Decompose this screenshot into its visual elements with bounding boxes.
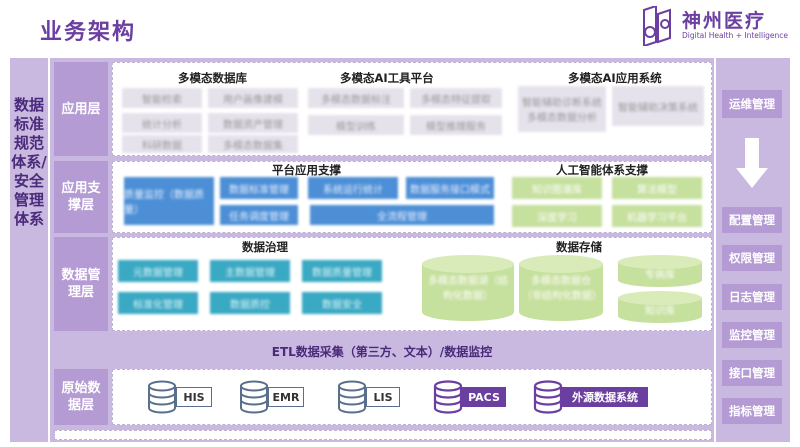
source-external: 外源数据系统 xyxy=(562,387,648,407)
governance-title: 数据治理 xyxy=(242,240,288,254)
source-pacs: PACS xyxy=(462,387,506,407)
platform-support-title: 平台应用支撑 xyxy=(272,163,341,177)
ops-item-config: 配置管理 xyxy=(722,207,782,233)
layer-label-raw: 原始数据层 xyxy=(54,369,108,425)
ai-support-item: 知识图谱库 xyxy=(512,177,602,199)
ops-item-metric: 指标管理 xyxy=(722,398,782,424)
bottom-strip xyxy=(54,430,712,440)
db-item: 多模态数据集 xyxy=(208,135,298,153)
storage-warehouse-label: 多模态数据仓（非结构化数据） xyxy=(522,276,602,302)
tool-item: 模型推理服务 xyxy=(410,115,502,135)
governance-item: 标准化管理 xyxy=(118,292,198,314)
storage-cylinder-lake xyxy=(422,255,514,321)
ai-support-item: 深度学习 xyxy=(512,205,602,227)
tool-item: 模型训练 xyxy=(308,115,404,135)
platform-item: 数据标准管理 xyxy=(220,177,298,199)
layer-label-support: 应用支撑层 xyxy=(54,161,108,233)
governance-item: 数据质控 xyxy=(210,292,290,314)
storage-title: 数据存储 xyxy=(556,240,602,254)
logo-subtitle: Digital Health + Intelligence xyxy=(682,31,789,40)
platform-item: 系统运行统计 xyxy=(308,177,398,199)
ops-title: 运维管理 xyxy=(722,90,782,118)
ai-support-item: 算法模型 xyxy=(612,177,702,199)
source-his: HIS xyxy=(176,387,212,407)
db-item: 统计分析 xyxy=(122,113,202,133)
etl-bar: ETL数据采集（第三方、文本）/数据监控 xyxy=(52,337,712,365)
ops-item-permission: 权限管理 xyxy=(722,245,782,271)
storage-cylinder-disease xyxy=(618,255,702,287)
data-mgmt-layer-area xyxy=(112,237,712,331)
app-item: 智能辅助诊断系统 多模态数据分析 xyxy=(518,86,606,132)
tool-item: 多模态特征提取 xyxy=(410,88,502,108)
ops-item-interface: 接口管理 xyxy=(722,360,782,386)
left-standards-text: 数据标准规范体系/安全管理体系 xyxy=(11,96,47,228)
database-icon xyxy=(433,380,463,414)
storage-lake-label: 多模态数据湖（结构化数据） xyxy=(428,276,508,302)
db-item: 数据资产管理 xyxy=(208,113,298,133)
source-emr: EMR xyxy=(268,387,304,407)
ai-apps-title: 多模态AI应用系统 xyxy=(568,71,662,85)
platform-item: 任务调度管理 xyxy=(220,205,298,225)
company-logo-icon xyxy=(643,6,671,46)
storage-knowledge-label: 知识库 xyxy=(645,306,675,317)
source-lis: LIS xyxy=(366,387,400,407)
governance-item: 数据安全 xyxy=(302,292,382,314)
left-standards-column xyxy=(10,58,48,442)
db-item: 智能检索 xyxy=(122,88,202,108)
ops-item-log: 日志管理 xyxy=(722,284,782,310)
governance-item: 元数据管理 xyxy=(118,260,198,282)
multimodal-db-title: 多模态数据库 xyxy=(178,71,247,85)
storage-cylinder-warehouse xyxy=(519,255,603,321)
storage-cylinder-knowledge xyxy=(618,291,702,323)
database-icon xyxy=(240,380,268,414)
ai-support-item: 机器学习平台 xyxy=(612,205,702,227)
ops-item-monitor: 监控管理 xyxy=(722,322,782,348)
ai-tools-title: 多模态AI工具平台 xyxy=(340,71,434,85)
database-icon xyxy=(148,380,176,414)
governance-item: 数据质量管理 xyxy=(302,260,382,282)
tool-item: 多模态数据标注 xyxy=(308,88,404,108)
platform-item: 数据服务接口模式 xyxy=(406,177,494,199)
governance-item: 主数据管理 xyxy=(210,260,290,282)
down-arrow-icon xyxy=(736,138,768,188)
page-title: 业务架构 xyxy=(40,20,137,45)
platform-item: 质量监控（数据质量） xyxy=(124,177,214,225)
logo-text: 神州医疗 xyxy=(682,10,767,32)
db-item: 用户画像建模 xyxy=(208,88,298,108)
layer-label-data-mgmt: 数据管理层 xyxy=(54,237,108,331)
layer-label-app: 应用层 xyxy=(54,62,108,156)
database-icon xyxy=(533,380,563,414)
platform-item: 全流程管理 xyxy=(310,205,494,225)
database-icon xyxy=(338,380,366,414)
db-item: 科研数据 xyxy=(122,135,202,153)
storage-disease-label: 专病库 xyxy=(645,270,675,281)
app-item: 智能辅助决策系统 xyxy=(612,86,704,126)
ai-support-title: 人工智能体系支撑 xyxy=(556,163,648,177)
